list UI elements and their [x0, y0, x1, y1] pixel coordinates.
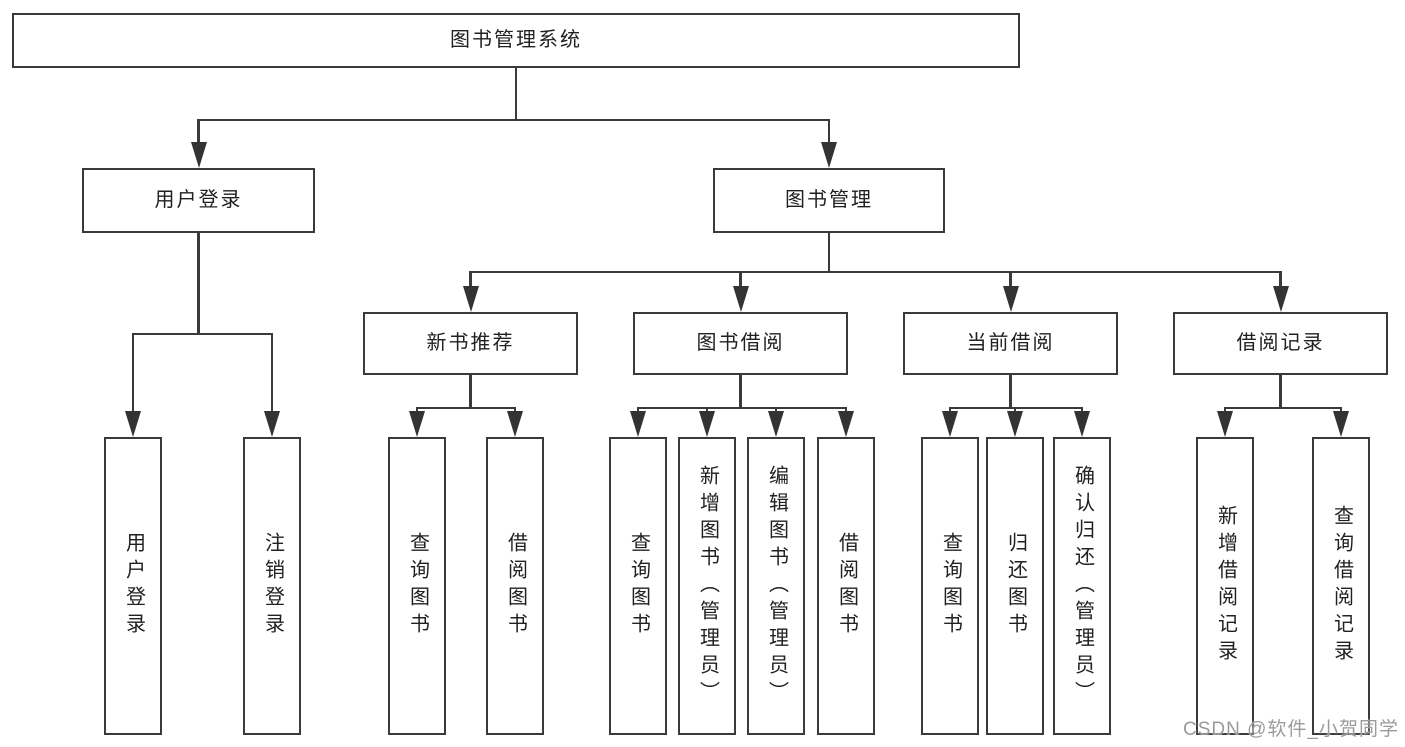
- arrowhead-leaf-br-add-record: [1217, 411, 1233, 437]
- arrowhead-leaf-br-query-record: [1333, 411, 1349, 437]
- arrowhead-leaf-nbr-query-books: [409, 411, 425, 437]
- connector-drop-current-borrowing: [1009, 272, 1012, 292]
- node-label-leaf-br-query-record: 查询借阅记录: [1330, 505, 1353, 667]
- arrowhead-leaf-cb-return-books: [1007, 411, 1023, 437]
- connector-rail-book-borrowing: [636, 406, 848, 410]
- connector-stem-user-login: [197, 233, 200, 334]
- node-new-book-recommend: 新书推荐: [363, 312, 578, 375]
- arrowhead-leaf-cb-query-books: [942, 411, 958, 437]
- node-label-leaf-logout: 注销登录: [261, 532, 284, 640]
- connector-stem-new-book-recommend: [469, 375, 472, 408]
- node-leaf-bb-add-books: 新增图书（管理员）: [678, 437, 736, 735]
- node-current-borrowing: 当前借阅: [903, 312, 1118, 375]
- node-leaf-logout: 注销登录: [243, 437, 301, 735]
- node-root: 图书管理系统: [12, 13, 1020, 68]
- node-label-current-borrowing: 当前借阅: [966, 332, 1055, 354]
- arrowhead-new-book-recommend: [462, 286, 479, 312]
- connector-drop-new-book-recommend: [469, 272, 472, 292]
- connector-drop-book-borrowing: [739, 272, 742, 292]
- connector-drop-user-login: [197, 120, 200, 148]
- connector-stem-current-borrowing: [1009, 375, 1012, 408]
- arrowhead-leaf-bb-borrow-books: [838, 411, 854, 437]
- node-label-leaf-nbr-query-books: 查询图书: [406, 532, 429, 640]
- node-leaf-br-query-record: 查询借阅记录: [1312, 437, 1370, 735]
- connector-drop-book-management: [827, 120, 831, 148]
- node-leaf-cb-confirm-return: 确认归还（管理员）: [1053, 437, 1111, 735]
- csdn-watermark: CSDN @软件_小贺同学: [1183, 719, 1399, 740]
- node-label-leaf-bb-add-books: 新增图书（管理员）: [696, 464, 719, 708]
- arrowhead-leaf-cb-confirm-return: [1074, 411, 1090, 437]
- node-user-login: 用户登录: [82, 168, 315, 233]
- node-label-leaf-br-add-record: 新增借阅记录: [1214, 505, 1237, 667]
- arrowhead-book-management: [821, 142, 837, 168]
- node-borrowing-records: 借阅记录: [1173, 312, 1388, 375]
- arrowhead-current-borrowing: [1002, 286, 1019, 312]
- node-leaf-bb-edit-books: 编辑图书（管理员）: [747, 437, 805, 735]
- connector-rail-book-management: [469, 270, 1282, 274]
- node-leaf-cb-query-books: 查询图书: [921, 437, 979, 735]
- node-leaf-nbr-borrow-books: 借阅图书: [486, 437, 544, 735]
- connector-rail-new-book-recommend: [415, 406, 517, 410]
- node-leaf-nbr-query-books: 查询图书: [388, 437, 446, 735]
- arrowhead-leaf-bb-edit-books: [768, 411, 784, 437]
- arrowhead-leaf-nbr-borrow-books: [507, 411, 523, 437]
- node-leaf-br-add-record: 新增借阅记录: [1196, 437, 1254, 735]
- connector-rail-root: [197, 118, 831, 122]
- node-label-leaf-cb-query-books: 查询图书: [939, 532, 962, 640]
- connector-stem-book-management: [827, 233, 831, 272]
- connector-stem-book-borrowing: [739, 375, 742, 408]
- node-label-leaf-bb-borrow-books: 借阅图书: [835, 532, 858, 640]
- connector-drop-leaf-logout: [270, 334, 274, 417]
- node-label-root: 图书管理系统: [450, 29, 582, 51]
- connector-stem-root: [514, 68, 518, 120]
- node-leaf-bb-borrow-books: 借阅图书: [817, 437, 875, 735]
- node-label-book-borrowing: 图书借阅: [696, 332, 785, 354]
- node-leaf-cb-return-books: 归还图书: [986, 437, 1044, 735]
- arrowhead-leaf-user-login: [125, 411, 141, 437]
- node-label-book-management: 图书管理: [785, 189, 873, 211]
- arrowhead-leaf-bb-query-books: [630, 411, 646, 437]
- node-label-leaf-nbr-borrow-books: 借阅图书: [504, 532, 527, 640]
- connector-drop-borrowing-records: [1279, 272, 1282, 292]
- node-leaf-bb-query-books: 查询图书: [609, 437, 667, 735]
- node-label-leaf-user-login: 用户登录: [122, 532, 145, 640]
- node-book-management: 图书管理: [713, 168, 945, 233]
- node-label-leaf-cb-return-books: 归还图书: [1004, 532, 1027, 640]
- connector-rail-user-login: [131, 332, 274, 336]
- connector-rail-borrowing-records: [1223, 406, 1343, 410]
- arrowhead-borrowing-records: [1272, 286, 1289, 312]
- arrowhead-book-borrowing: [732, 286, 749, 312]
- node-label-leaf-bb-edit-books: 编辑图书（管理员）: [765, 464, 788, 708]
- connector-drop-leaf-user-login: [131, 334, 135, 417]
- connector-stem-borrowing-records: [1279, 375, 1282, 408]
- node-label-leaf-cb-confirm-return: 确认归还（管理员）: [1071, 464, 1094, 708]
- node-label-new-book-recommend: 新书推荐: [426, 332, 515, 354]
- node-label-borrowing-records: 借阅记录: [1236, 332, 1325, 354]
- node-leaf-user-login: 用户登录: [104, 437, 162, 735]
- arrowhead-user-login: [190, 142, 207, 168]
- node-book-borrowing: 图书借阅: [633, 312, 848, 375]
- node-label-user-login: 用户登录: [154, 189, 243, 211]
- arrowhead-leaf-logout: [264, 411, 280, 437]
- arrowhead-leaf-bb-add-books: [699, 411, 715, 437]
- node-label-leaf-bb-query-books: 查询图书: [627, 532, 650, 640]
